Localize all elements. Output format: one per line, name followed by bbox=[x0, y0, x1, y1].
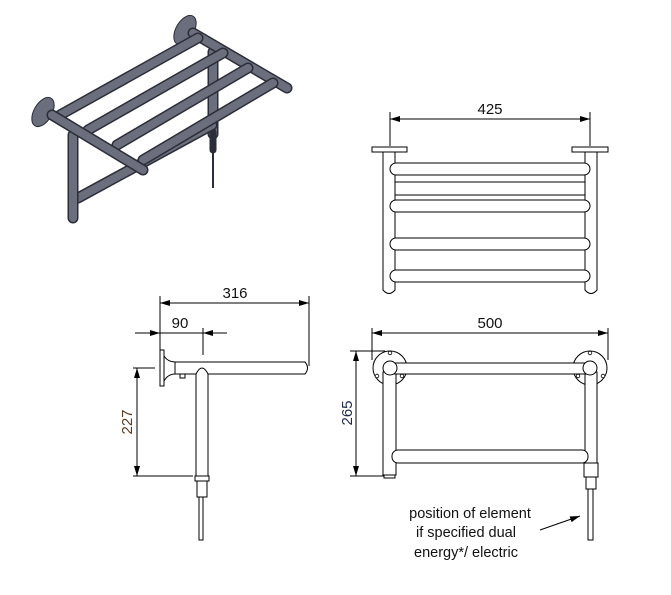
note-arrow bbox=[539, 515, 581, 531]
dimension-227: 227 bbox=[119, 409, 136, 434]
dimension-500: 500 bbox=[477, 315, 502, 332]
dimension-425: 425 bbox=[477, 101, 502, 118]
side-view: 316 90 227 bbox=[119, 285, 310, 541]
rack-3d-outline bbox=[31, 14, 293, 224]
top-view: 425 bbox=[371, 101, 609, 294]
element-note: position of element if specified dual en… bbox=[409, 506, 581, 561]
front-view: 500 265 bbox=[339, 315, 609, 541]
dimension-316: 316 bbox=[222, 285, 247, 302]
note-line-2: if specified dual bbox=[416, 525, 516, 541]
dimension-90: 90 bbox=[172, 315, 189, 332]
isometric-view bbox=[31, 14, 293, 224]
dimension-265: 265 bbox=[339, 400, 356, 425]
note-line-1: position of element bbox=[409, 506, 531, 522]
note-line-3: energy*/ electric bbox=[414, 545, 518, 561]
top-view-rails bbox=[389, 162, 591, 283]
